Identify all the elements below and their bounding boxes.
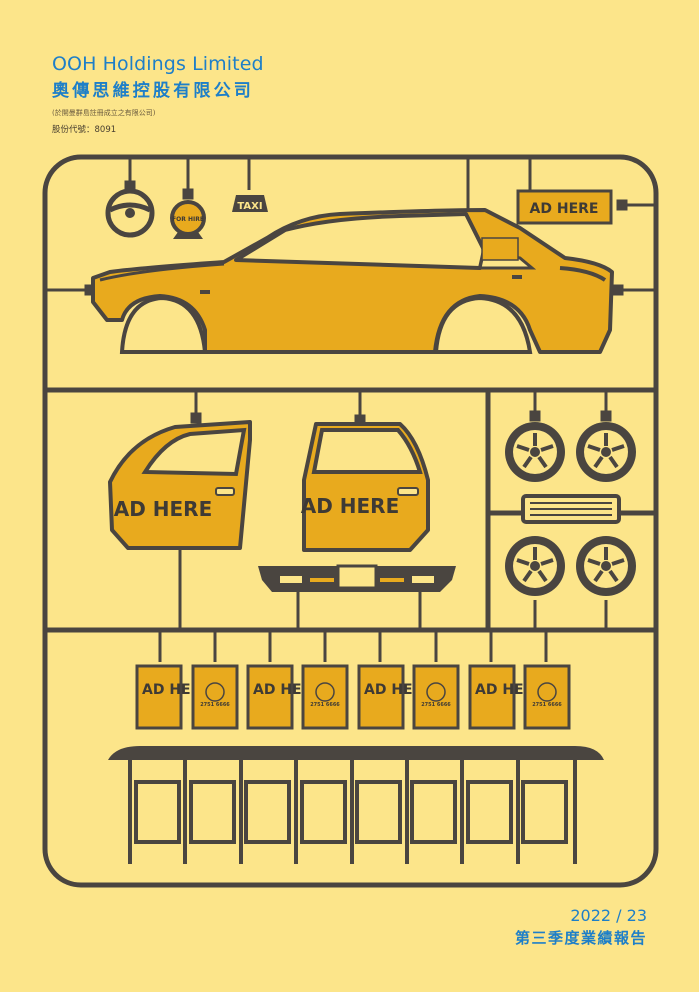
for-hire-label: FOR HIRE <box>172 216 204 223</box>
taxi-roof-sign-icon: TAXI <box>232 195 268 212</box>
for-hire-sign-icon: FOR HIRE <box>170 200 206 239</box>
ad-panel: AD HERE <box>357 664 433 730</box>
wheel-icon <box>505 536 565 596</box>
svg-text:2751 6666: 2751 6666 <box>532 702 562 708</box>
svg-text:2751 6666: 2751 6666 <box>310 702 340 708</box>
roof-bar-part <box>108 746 604 760</box>
ad-sign-top: AD HERE <box>516 189 613 225</box>
phone-panel: 2751 6666 <box>301 664 349 730</box>
incorporation-note: (於開曼群島註冊成立之有限公司) <box>52 109 156 117</box>
ad-panel: AD HERE <box>135 664 211 730</box>
taxi-body-icon <box>91 208 614 354</box>
wheel-icon <box>576 422 636 482</box>
header: OOH Holdings Limited 奧傳思維控股有限公司 (於開曼群島註冊… <box>52 53 264 135</box>
wheel-icon <box>576 536 636 596</box>
empty-panel-row <box>128 760 577 864</box>
phone-panel: 2751 6666 <box>523 664 571 730</box>
company-name-zh: 奧傳思維控股有限公司 <box>52 81 254 101</box>
left-door-ad-label: AD HERE <box>114 497 213 521</box>
phone-panel: 2751 6666 <box>191 664 239 730</box>
left-door-part: AD HERE <box>108 420 252 550</box>
front-grille-part <box>258 564 456 592</box>
right-door-part: AD HERE <box>301 422 430 552</box>
wheel-parts <box>505 422 636 596</box>
footer: 2022 / 23 第三季度業績報告 <box>515 906 647 948</box>
rear-grille-part <box>521 494 621 524</box>
svg-text:2751 6666: 2751 6666 <box>421 702 451 708</box>
stock-code: 股份代號：8091 <box>52 125 117 135</box>
report-year: 2022 / 23 <box>570 906 647 925</box>
phone-panel: 2751 6666 <box>412 664 460 730</box>
steering-wheel-icon <box>105 188 155 238</box>
right-door-ad-label: AD HERE <box>301 494 400 518</box>
svg-text:2751 6666: 2751 6666 <box>200 702 230 708</box>
company-name-en: OOH Holdings Limited <box>52 53 264 75</box>
taxi-sign-label: TAXI <box>237 201 262 212</box>
ad-sign-top-label: AD HERE <box>530 201 599 217</box>
report-title: 第三季度業績報告 <box>514 929 647 947</box>
wheel-icon <box>505 422 565 482</box>
ad-panel-row: AD HERE 2751 6666 AD HERE 2751 6666 AD H… <box>135 664 571 730</box>
